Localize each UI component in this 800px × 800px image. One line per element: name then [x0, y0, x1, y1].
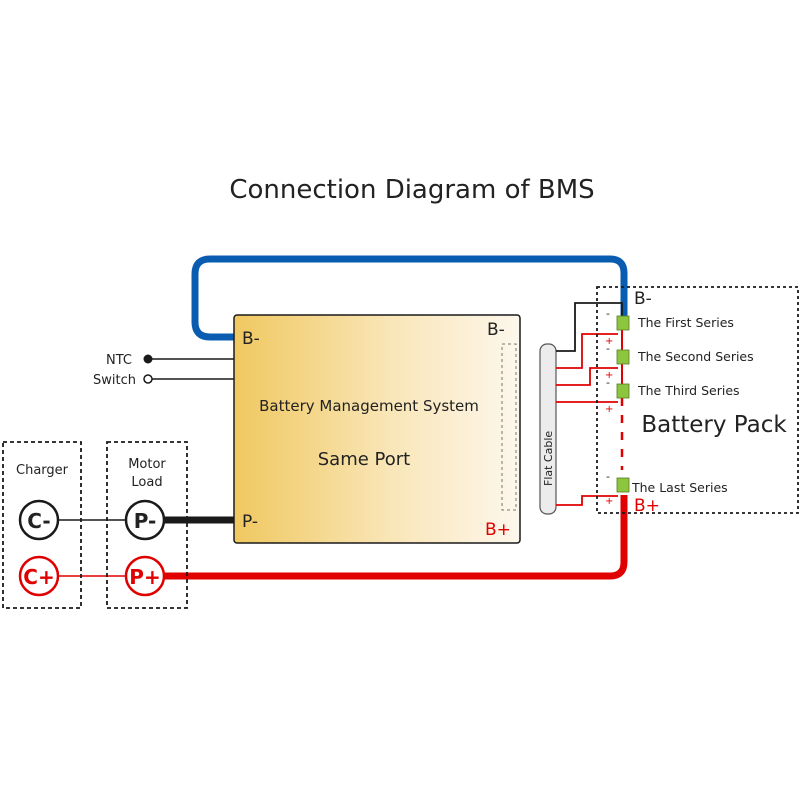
cell-tab-third: [616, 383, 630, 399]
bms-board: [233, 314, 521, 544]
series-label-third: The Third Series: [637, 383, 740, 398]
bms-b-minus-left: B-: [242, 329, 260, 349]
page-title: Connection Diagram of BMS: [229, 175, 594, 205]
sign-minus-1: -: [606, 307, 610, 320]
blue-b-minus-wire: [191, 255, 628, 341]
sign-minus-3: -: [606, 376, 610, 389]
series-label-first: The First Series: [637, 315, 734, 330]
battery-pack-box: [596, 286, 799, 514]
cell-tab-last: [616, 477, 630, 493]
bms-port-mode: Same Port: [318, 449, 410, 470]
flat-cable-label: Flat Cable: [542, 431, 555, 486]
pack-b-minus: B-: [634, 289, 652, 309]
battery-pack-label: Battery Pack: [641, 412, 787, 438]
series-label-second: The Second Series: [637, 349, 754, 364]
p-plus-terminal: [124, 555, 166, 597]
bms-balance-header: [501, 343, 517, 511]
bms-b-minus-right: B-: [487, 320, 505, 340]
p-plus-load-label: P+: [129, 565, 160, 589]
cell-tab-second: [616, 349, 630, 365]
c-minus-label: C-: [27, 509, 50, 533]
sign-plus-last: +: [605, 496, 613, 507]
ntc-terminal-icon: [143, 354, 153, 364]
sign-plus-2: +: [605, 370, 613, 381]
charger-box: [2, 441, 82, 609]
c-plus-terminal: [18, 555, 60, 597]
sense-wire-last: [556, 495, 618, 506]
c-plus-label: C+: [23, 565, 54, 589]
motor-load-box: [106, 441, 188, 609]
sense-wire-1: [556, 333, 618, 369]
switch-terminal-icon: [143, 374, 153, 384]
motor-load-label-line2: Load: [131, 475, 162, 490]
sense-wire-b-minus: [556, 302, 623, 352]
series-label-last: The Last Series: [631, 480, 728, 495]
c-minus-terminal: [18, 499, 60, 541]
sense-wire-2: [556, 367, 618, 386]
charger-label: Charger: [16, 463, 69, 478]
motor-load-label-line1: Motor: [128, 457, 166, 472]
sign-plus-1: +: [605, 336, 613, 347]
sign-plus-3: +: [605, 404, 613, 415]
bms-name: Battery Management System: [259, 397, 479, 415]
cell-tab-first: [616, 315, 630, 331]
sign-minus-2: -: [606, 342, 610, 355]
red-p-plus-wire: [165, 495, 628, 580]
sign-minus-last: -: [606, 470, 610, 483]
p-minus-load-label: P-: [134, 509, 157, 533]
ntc-label: NTC: [106, 353, 132, 368]
bms-p-minus: P-: [242, 512, 258, 532]
p-minus-terminal: [124, 499, 166, 541]
pack-b-plus: B+: [634, 496, 660, 516]
bms-b-plus: B+: [485, 520, 511, 540]
flat-cable-connector: [539, 343, 557, 515]
switch-label: Switch: [93, 373, 136, 388]
